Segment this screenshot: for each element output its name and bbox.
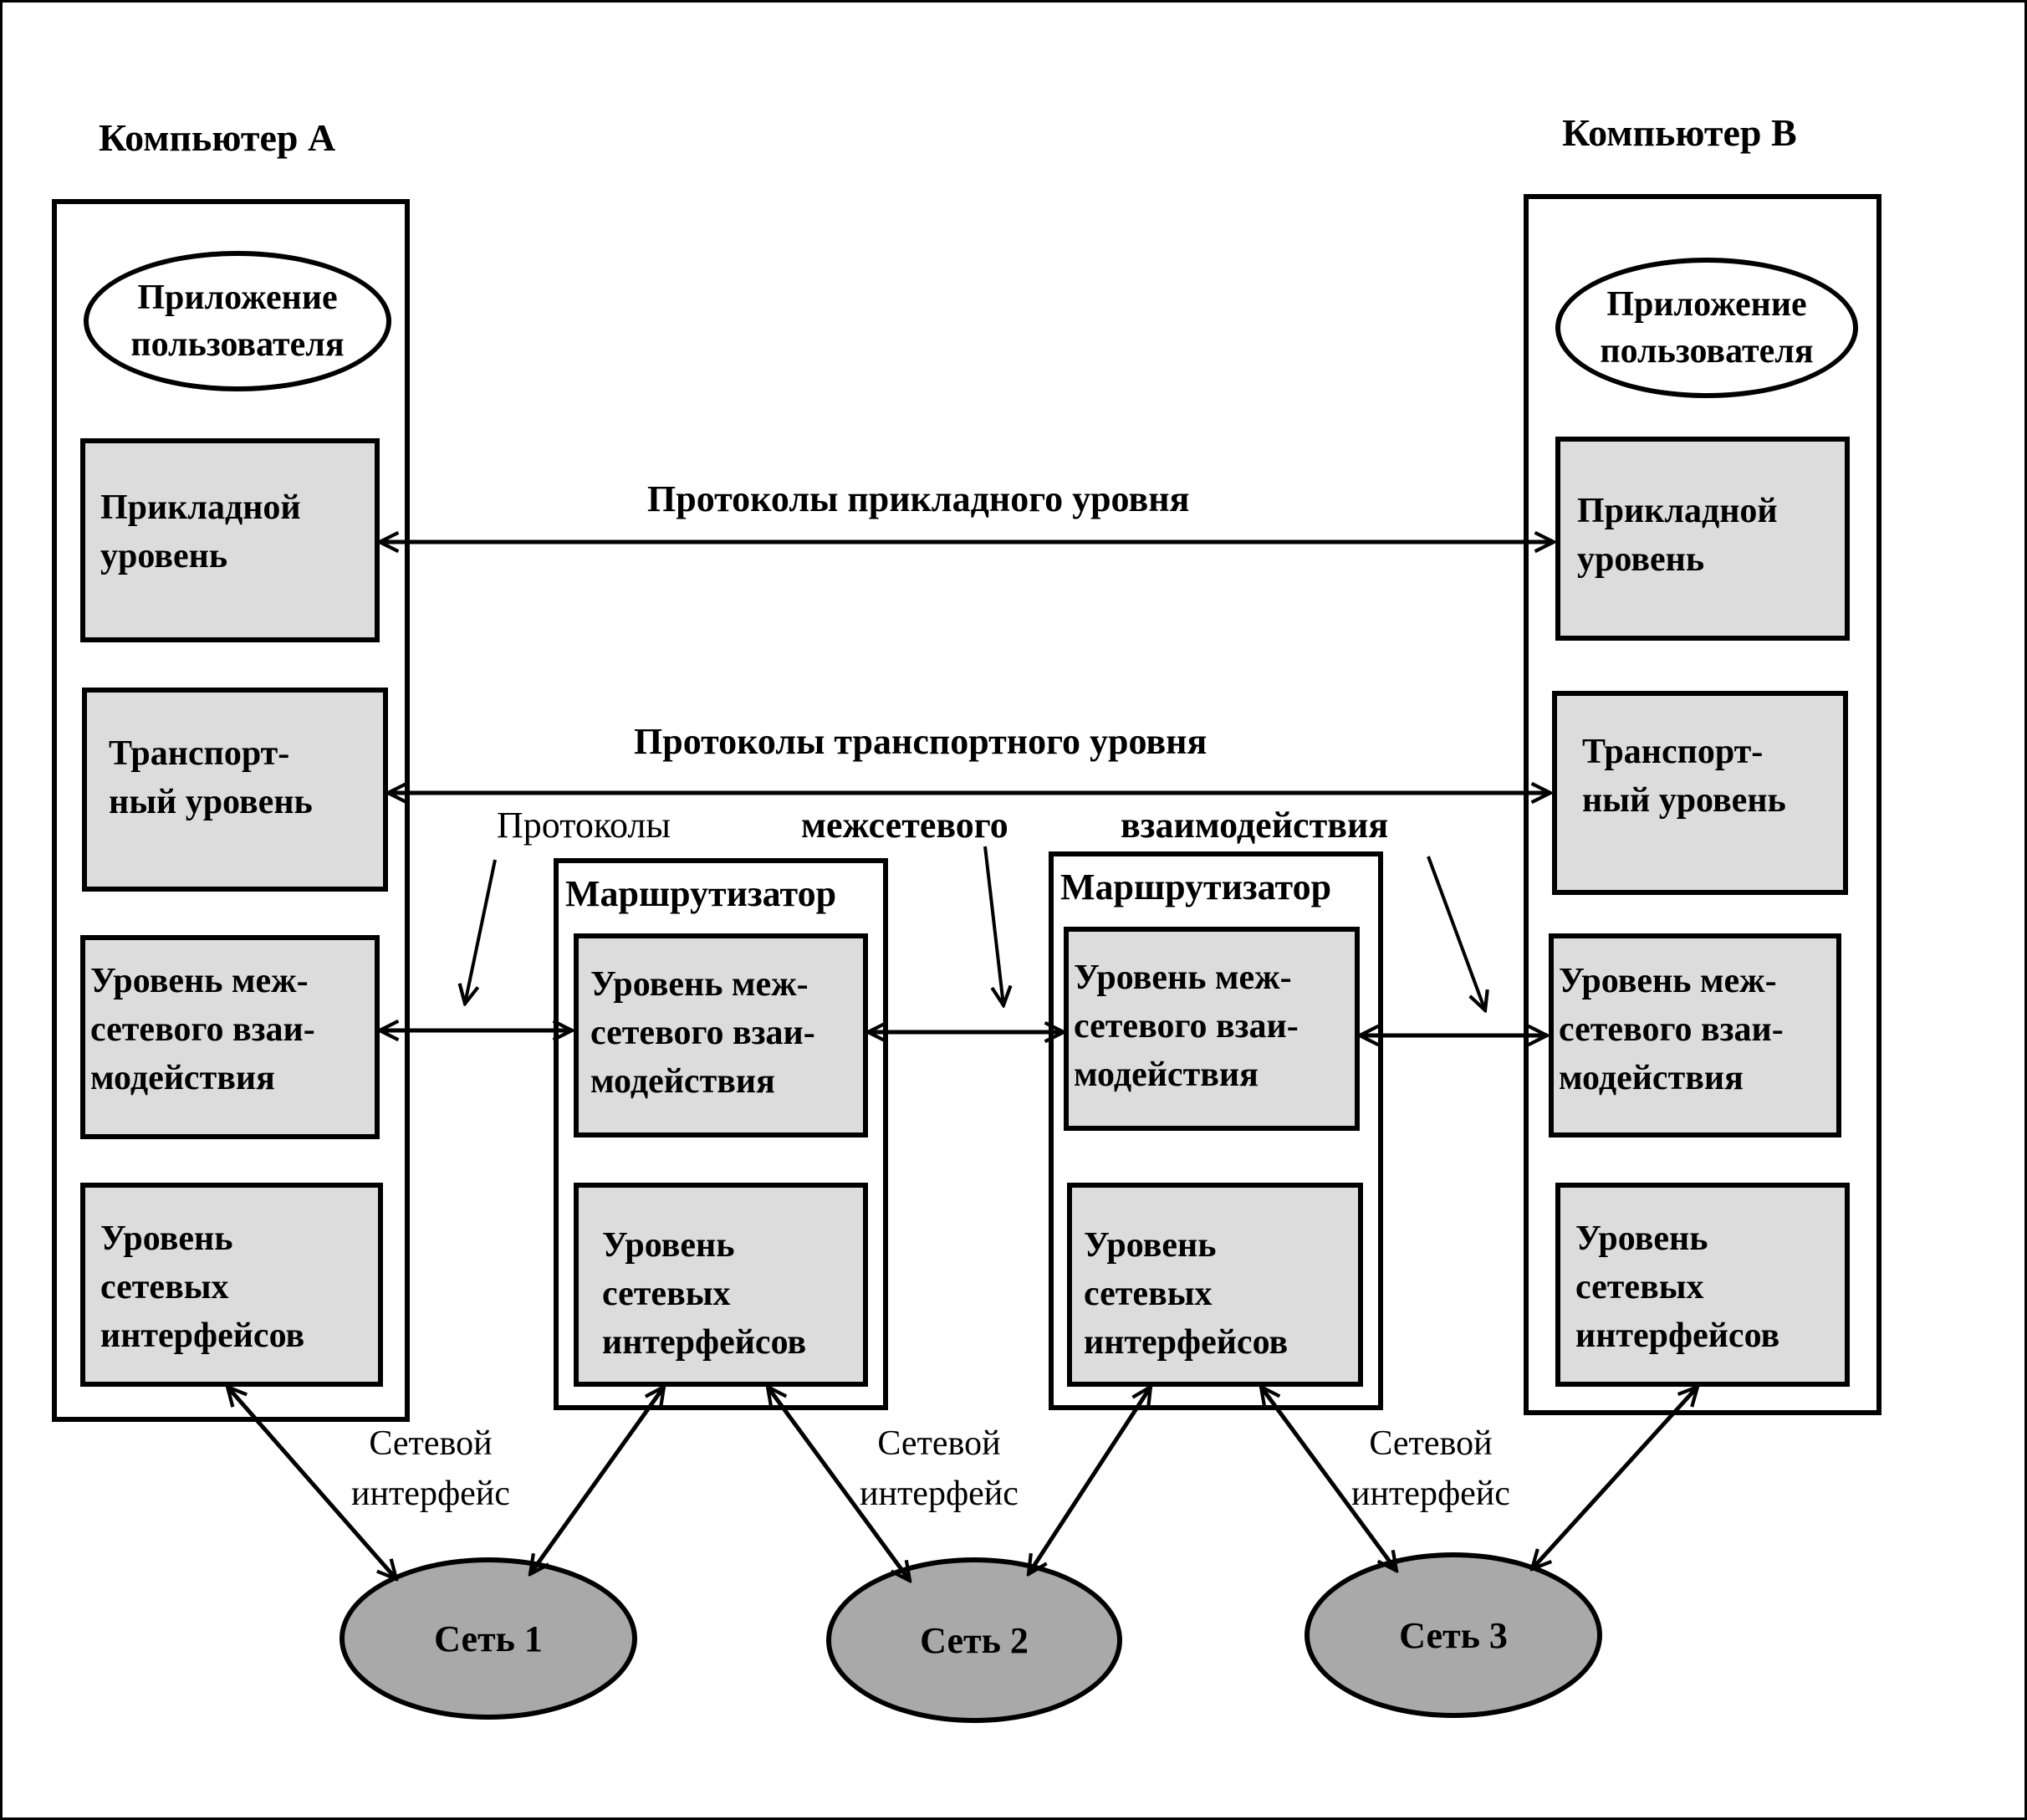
interface-arrow-router2-net3: [1261, 1387, 1396, 1571]
computer-b-interface-layer: Уровень сетевых интерфейсов: [1555, 1183, 1850, 1387]
interface-arrow-router1-net1: [530, 1387, 664, 1574]
computer-b-title: Компьютер В: [1562, 111, 1797, 154]
internetwork-pointer-1: [465, 859, 497, 1004]
interface-arrow-a-net1: [227, 1387, 396, 1579]
computer-b-application-layer: Прикладной уровень: [1555, 437, 1850, 641]
transport-protocols-label: Протоколы транспортного уровня: [634, 721, 1208, 762]
interface-arrow-router2-net2: [1029, 1387, 1151, 1574]
network-1: Сеть 1: [340, 1557, 637, 1720]
router-1-interface-layer: Уровень сетевых интерфейсов: [574, 1183, 868, 1387]
router-2-internet-layer: Уровень меж- сетевого взаи- модействия: [1064, 927, 1360, 1131]
computer-b-transport-layer: Транспорт- ный уровень: [1552, 691, 1848, 895]
internetwork-protocols-label-3: взаимодействия: [1121, 805, 1389, 846]
router-1-title: Маршрутизатор: [565, 873, 837, 914]
router-2-title: Маршрутизатор: [1060, 867, 1332, 907]
internetwork-protocols-label-2: межсетевого: [801, 805, 1008, 846]
application-protocols-label: Протоколы прикладного уровня: [647, 478, 1190, 519]
network-3: Сеть 3: [1305, 1552, 1602, 1718]
computer-a-user-app: Приложение пользователя: [84, 251, 391, 391]
computer-a-internet-layer: Уровень меж- сетевого взаи- модействия: [80, 935, 380, 1139]
computer-a-application-layer: Прикладной уровень: [80, 438, 380, 642]
computer-b-user-app: Приложение пользователя: [1555, 258, 1858, 398]
internetwork-pointer-2: [983, 846, 1003, 1005]
interface-arrow-router1-net2: [768, 1387, 910, 1581]
computer-a-title: Компьютер А: [99, 116, 336, 159]
router-1-internet-layer: Уровень меж- сетевого взаи- модействия: [574, 933, 868, 1138]
internetwork-protocols-label-1: Протоколы: [497, 805, 671, 846]
interface-arrow-b-net3: [1532, 1387, 1698, 1569]
computer-a-transport-layer: Транспорт- ный уровень: [82, 688, 388, 892]
network-2: Сеть 2: [826, 1557, 1122, 1723]
computer-a-interface-layer: Уровень сетевых интерфейсов: [80, 1183, 383, 1387]
computer-b-internet-layer: Уровень меж- сетевого взаи- модействия: [1549, 933, 1841, 1138]
internetwork-pointer-3: [1427, 856, 1485, 1010]
router-2-interface-layer: Уровень сетевых интерфейсов: [1067, 1183, 1363, 1387]
